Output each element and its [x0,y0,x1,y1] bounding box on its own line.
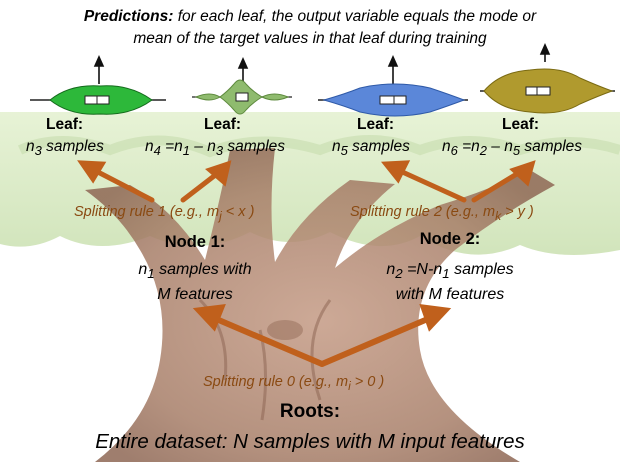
leaf-violin-1 [30,85,166,115]
predictions-line-2: mean of the target values in that leaf d… [133,30,487,47]
predictions-line-1: Predictions: for each leaf, the output v… [83,8,537,25]
leaf-4-title: Leaf: [502,116,540,133]
leaf-violin-2 [192,79,292,115]
leaf-3-title: Leaf: [357,116,395,133]
leaf-2-title: Leaf: [204,116,242,133]
splitting-rule-2: Splitting rule 2 (e.g., mk > y ) [350,204,534,223]
leaf-violin-4 [480,68,615,114]
leaf-3-samples: n5 samples [332,138,410,159]
split-arrows [77,160,536,367]
leaf-1-title: Leaf: [46,116,84,133]
node-1-features: M features [157,286,233,303]
node-1-title: Node 1: [164,233,226,251]
node-2-features: with M features [395,286,505,303]
node-2-title: Node 2: [419,230,481,248]
leaf-2-samples: n4 =n1 – n3 samples [145,138,286,159]
predictions-label: Predictions: [83,8,174,25]
leaf-violin-3 [318,83,468,117]
roots-title: Roots: [279,401,341,422]
node-2-samples: n2 =N-n1 samples [386,261,514,282]
leaf-1-samples: n3 samples [26,138,104,159]
trunk [85,148,555,462]
splitting-rule-1: Splitting rule 1 (e.g., mj < x ) [74,204,255,223]
splitting-rule-0: Splitting rule 0 (e.g., mi > 0 ) [203,374,385,393]
leaf-4-samples: n6 =n2 – n5 samples [442,138,583,159]
roots-description: Entire dataset: N samples with M input f… [95,430,525,453]
node-1-samples: n1 samples with [138,261,252,282]
